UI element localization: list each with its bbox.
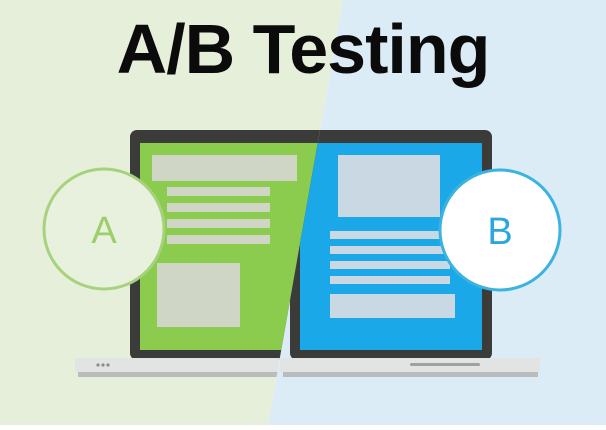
laptop-a-line: [167, 187, 270, 196]
laptop-b-image-block: [338, 155, 440, 217]
laptop-a-header-block: [152, 155, 297, 181]
laptop-a-line: [167, 235, 270, 244]
laptop-a-image-block: [157, 263, 240, 327]
laptop-b-base: [280, 358, 540, 372]
variant-a-badge: A: [42, 167, 166, 291]
variant-b-label: B: [487, 211, 512, 253]
laptop-a-base-shadow: [78, 372, 343, 377]
laptop-a-port-dot: [101, 363, 105, 367]
variant-b-badge: B: [438, 168, 562, 292]
laptop-b-line: [330, 261, 450, 269]
laptop-b-base-shadow: [283, 372, 538, 377]
laptop-b-footer-block: [330, 294, 455, 318]
variant-a-label: A: [91, 210, 117, 252]
laptop-a-line: [167, 203, 270, 212]
laptop-b-line: [330, 276, 450, 284]
page-title: A/B Testing: [116, 10, 491, 88]
variant-b-circle: [438, 168, 562, 292]
laptop-b-line: [330, 246, 450, 254]
laptop-b-line: [330, 231, 450, 239]
laptop-a: [75, 130, 343, 377]
laptop-b-trackpad-line: [410, 363, 480, 366]
laptop-a-line: [167, 219, 270, 228]
laptop-a-port-dot: [106, 363, 110, 367]
laptop-a-port-dot: [96, 363, 100, 367]
variant-a-circle: [42, 167, 166, 291]
